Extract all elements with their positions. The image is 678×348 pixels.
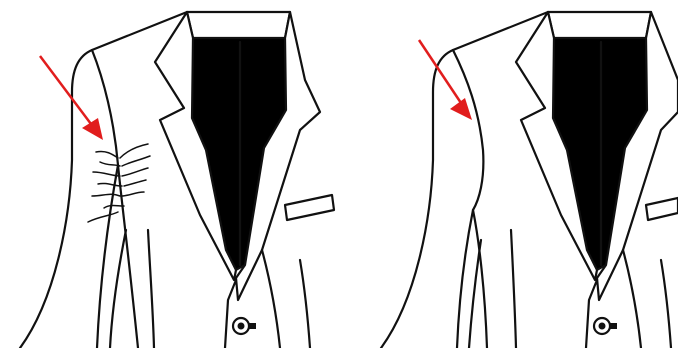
- armhole-seam: [90, 48, 140, 348]
- shoulder-line: [18, 10, 189, 348]
- body-side-line: [146, 228, 156, 348]
- sleeve-inner-line-2: [108, 228, 128, 348]
- jacket-after-drawing: [379, 10, 678, 348]
- red-arrow-after: [417, 39, 472, 120]
- red-arrow-before: [39, 55, 103, 140]
- collar-band: [546, 10, 653, 40]
- chest-pocket: [283, 193, 336, 222]
- front-edge-right: [621, 248, 643, 348]
- lapel-left: [153, 10, 238, 282]
- panel-before: [18, 10, 336, 348]
- lapel-right: [595, 10, 678, 302]
- front-closure: [584, 278, 599, 348]
- front-edge-right: [260, 248, 282, 348]
- collar-band: [185, 10, 292, 40]
- sleeve-inner-line-2: [467, 238, 483, 348]
- panel-after: [339, 0, 678, 348]
- sleeve-inner-line: [455, 208, 475, 348]
- body-side-line: [509, 228, 518, 348]
- button: [592, 316, 617, 336]
- front-closure: [223, 278, 238, 348]
- jacket-before-drawing: [18, 10, 336, 348]
- front-edge-right-2: [298, 258, 312, 348]
- puckering-wrinkles: [87, 143, 151, 223]
- lapel-left: [514, 10, 599, 282]
- front-edge-right-2: [659, 258, 673, 348]
- button: [231, 316, 256, 336]
- chest-pocket: [644, 196, 678, 222]
- lapel-right: [234, 10, 322, 302]
- shoulder-line: [379, 10, 550, 348]
- sleeve-inner-line: [95, 163, 120, 348]
- armhole-seam: [451, 48, 489, 348]
